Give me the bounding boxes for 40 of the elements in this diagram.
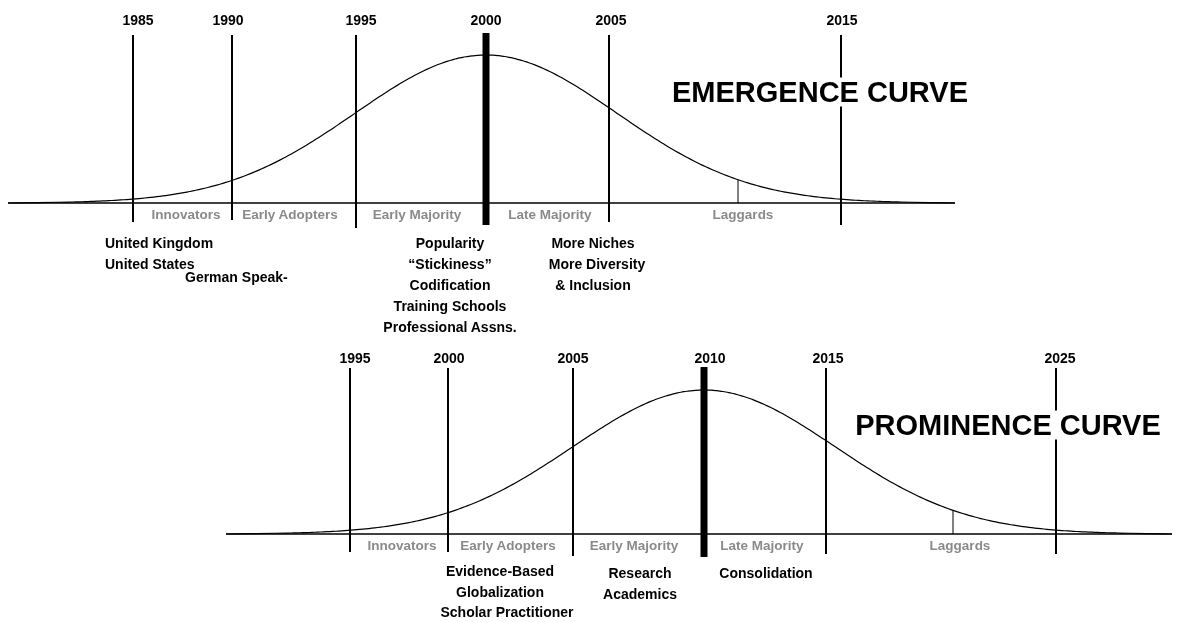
milestone-note: “Stickiness” bbox=[408, 257, 492, 271]
year-label: 2005 bbox=[557, 351, 589, 365]
adoption-phase-label: Late Majority bbox=[507, 208, 593, 222]
milestone-note: More Niches bbox=[551, 236, 635, 250]
year-label: 2000 bbox=[433, 351, 465, 365]
milestone-note: United States bbox=[105, 257, 195, 271]
year-label: 2005 bbox=[595, 13, 627, 27]
year-label: 2010 bbox=[694, 351, 726, 365]
adoption-phase-label: Innovators bbox=[366, 539, 438, 553]
milestone-note: Scholar Practitioner bbox=[440, 605, 574, 619]
curve-title: EMERGENCE CURVE bbox=[670, 77, 970, 107]
milestone-note: Consolidation bbox=[719, 566, 813, 580]
year-label: 2015 bbox=[826, 13, 858, 27]
milestone-note: Evidence-Based bbox=[445, 564, 555, 578]
milestone-note: Codification bbox=[409, 278, 491, 292]
milestone-note: More Diversity bbox=[548, 257, 646, 271]
year-label: 1985 bbox=[122, 13, 154, 27]
milestone-note: Training Schools bbox=[393, 299, 507, 313]
year-label: 2015 bbox=[812, 351, 844, 365]
year-label: 1995 bbox=[339, 351, 371, 365]
milestone-note: Academics bbox=[603, 587, 677, 601]
adoption-phase-label: Late Majority bbox=[719, 539, 805, 553]
adoption-phase-label: Laggards bbox=[711, 208, 775, 222]
year-label: 1990 bbox=[212, 13, 244, 27]
year-label: 2000 bbox=[470, 13, 502, 27]
adoption-phase-label: Innovators bbox=[150, 208, 222, 222]
milestone-note: United Kingdom bbox=[105, 236, 214, 250]
adoption-phase-label: Early Adopters bbox=[241, 208, 339, 222]
milestone-note: German Speak- bbox=[185, 270, 288, 284]
adoption-phase-label: Early Majority bbox=[371, 208, 463, 222]
milestone-note: Globalization bbox=[456, 585, 544, 599]
milestone-note: Research bbox=[608, 566, 672, 580]
year-label: 1995 bbox=[345, 13, 377, 27]
adoption-phase-label: Laggards bbox=[928, 539, 992, 553]
milestone-note: Professional Assns. bbox=[383, 320, 517, 334]
adoption-phase-label: Early Adopters bbox=[459, 539, 557, 553]
milestone-note: & Inclusion bbox=[555, 278, 631, 292]
milestone-note: Popularity bbox=[415, 236, 485, 250]
adoption-phase-label: Early Majority bbox=[588, 539, 680, 553]
year-label: 2025 bbox=[1044, 351, 1076, 365]
